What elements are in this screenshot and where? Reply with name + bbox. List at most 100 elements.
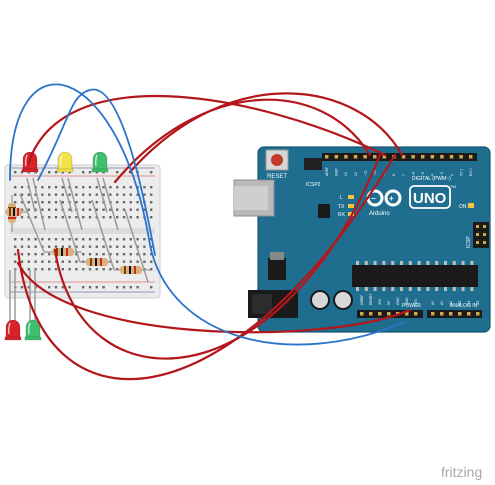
rail-hole xyxy=(150,286,153,289)
breadboard-hole xyxy=(20,216,24,219)
rail-hole xyxy=(61,171,64,174)
breadboard-hole xyxy=(34,260,37,263)
digital-pin-label: ~10 xyxy=(373,170,377,176)
breadboard-hole xyxy=(88,268,92,271)
breadboard-hole xyxy=(68,268,71,271)
breadboard-hole xyxy=(54,245,58,248)
breadboard-hole xyxy=(143,245,146,248)
digital-pin xyxy=(353,155,358,159)
analog-pin-label: A0 xyxy=(431,301,435,305)
breadboard-hole xyxy=(102,186,105,189)
svg-text:+: + xyxy=(389,194,394,203)
breadboard-hole xyxy=(88,253,92,256)
breadboard-hole xyxy=(122,260,126,263)
rail-hole xyxy=(95,286,98,289)
breadboard-hole xyxy=(88,193,92,196)
breadboard-hole xyxy=(75,201,78,204)
breadboard-hole xyxy=(14,201,17,204)
breadboard-hole xyxy=(48,260,51,263)
breadboard-hole xyxy=(20,186,24,189)
chip-pin xyxy=(373,287,377,291)
rail-hole xyxy=(82,171,85,174)
breadboard-hole xyxy=(143,186,146,189)
analog-pin xyxy=(431,312,435,316)
breadboard-hole xyxy=(88,238,92,241)
power-label: POWER xyxy=(402,303,421,309)
brand-label: Arduino xyxy=(369,211,390,217)
breadboard-hole xyxy=(20,245,24,248)
microcontroller-chip xyxy=(352,265,478,287)
rx-label: RX xyxy=(338,212,346,218)
breadboard-hole xyxy=(27,245,30,248)
breadboard-hole xyxy=(14,260,17,263)
breadboard-hole xyxy=(48,268,51,271)
breadboard-hole xyxy=(68,193,71,196)
breadboard-hole xyxy=(48,186,51,189)
breadboard-hole xyxy=(75,216,78,219)
breadboard-hole xyxy=(34,201,37,204)
breadboard-hole xyxy=(54,193,58,196)
rail-hole xyxy=(48,171,51,174)
chip-pin xyxy=(426,261,430,265)
breadboard-hole xyxy=(122,208,126,211)
analog-pin xyxy=(467,312,471,316)
capacitors xyxy=(310,290,353,310)
breadboard-hole xyxy=(48,208,51,211)
breadboard-hole xyxy=(129,253,132,256)
breadboard-hole xyxy=(136,216,139,219)
analog-pin-label: A4 xyxy=(467,301,471,305)
breadboard-hole xyxy=(116,245,119,248)
breadboard-hole xyxy=(48,216,51,219)
on-label: ON xyxy=(459,204,467,210)
breadboard-hole xyxy=(95,193,98,196)
breadboard-hole xyxy=(54,186,58,189)
breadboard-hole xyxy=(129,245,132,248)
digital-pin-label: 12 xyxy=(354,172,358,176)
breadboard-hole xyxy=(41,260,44,263)
breadboard-hole xyxy=(27,268,30,271)
breadboard-hole xyxy=(54,268,58,271)
power-pin xyxy=(387,312,391,316)
breadboard-hole xyxy=(68,186,71,189)
breadboard-hole xyxy=(14,253,17,256)
digital-pin xyxy=(344,155,348,159)
breadboard-hole xyxy=(41,208,44,211)
rail-hole xyxy=(20,171,24,174)
red-wire-4 xyxy=(26,95,387,167)
breadboard-hole xyxy=(150,186,153,189)
breadboard-hole xyxy=(116,260,119,263)
breadboard-hole xyxy=(27,201,30,204)
rail-hole xyxy=(122,286,126,289)
digital-pin-label: 2 xyxy=(450,174,454,176)
breadboard-hole xyxy=(136,245,139,248)
chip-pin xyxy=(426,287,430,291)
breadboard-hole xyxy=(109,186,112,189)
digital-pin-label: 8 xyxy=(392,174,396,176)
power-pin-label: GND xyxy=(396,297,400,305)
resistor-3 xyxy=(44,248,82,256)
breadboard-hole xyxy=(95,208,98,211)
digital-pin-label: 4 xyxy=(431,174,435,176)
breadboard-hole xyxy=(143,253,146,256)
breadboard-hole xyxy=(129,260,132,263)
digital-pin xyxy=(401,155,406,159)
chip-pin xyxy=(391,287,395,291)
breadboard-hole xyxy=(61,268,64,271)
digital-pin xyxy=(449,155,454,159)
breadboard-hole xyxy=(27,193,30,196)
breadboard-hole xyxy=(14,245,17,248)
breadboard-hole xyxy=(102,193,105,196)
analog-pin-label: A3 xyxy=(458,301,462,305)
breadboard-hole xyxy=(129,208,132,211)
breadboard-hole xyxy=(129,201,132,204)
digital-pin xyxy=(459,155,463,159)
breadboard-hole xyxy=(34,208,37,211)
breadboard-hole xyxy=(136,238,139,241)
icsp-header: ICSP xyxy=(466,222,489,248)
analog-pin-label: A1 xyxy=(440,301,444,305)
chip-pin xyxy=(417,261,421,265)
breadboard-hole xyxy=(41,253,44,256)
chip-pin xyxy=(391,261,395,265)
